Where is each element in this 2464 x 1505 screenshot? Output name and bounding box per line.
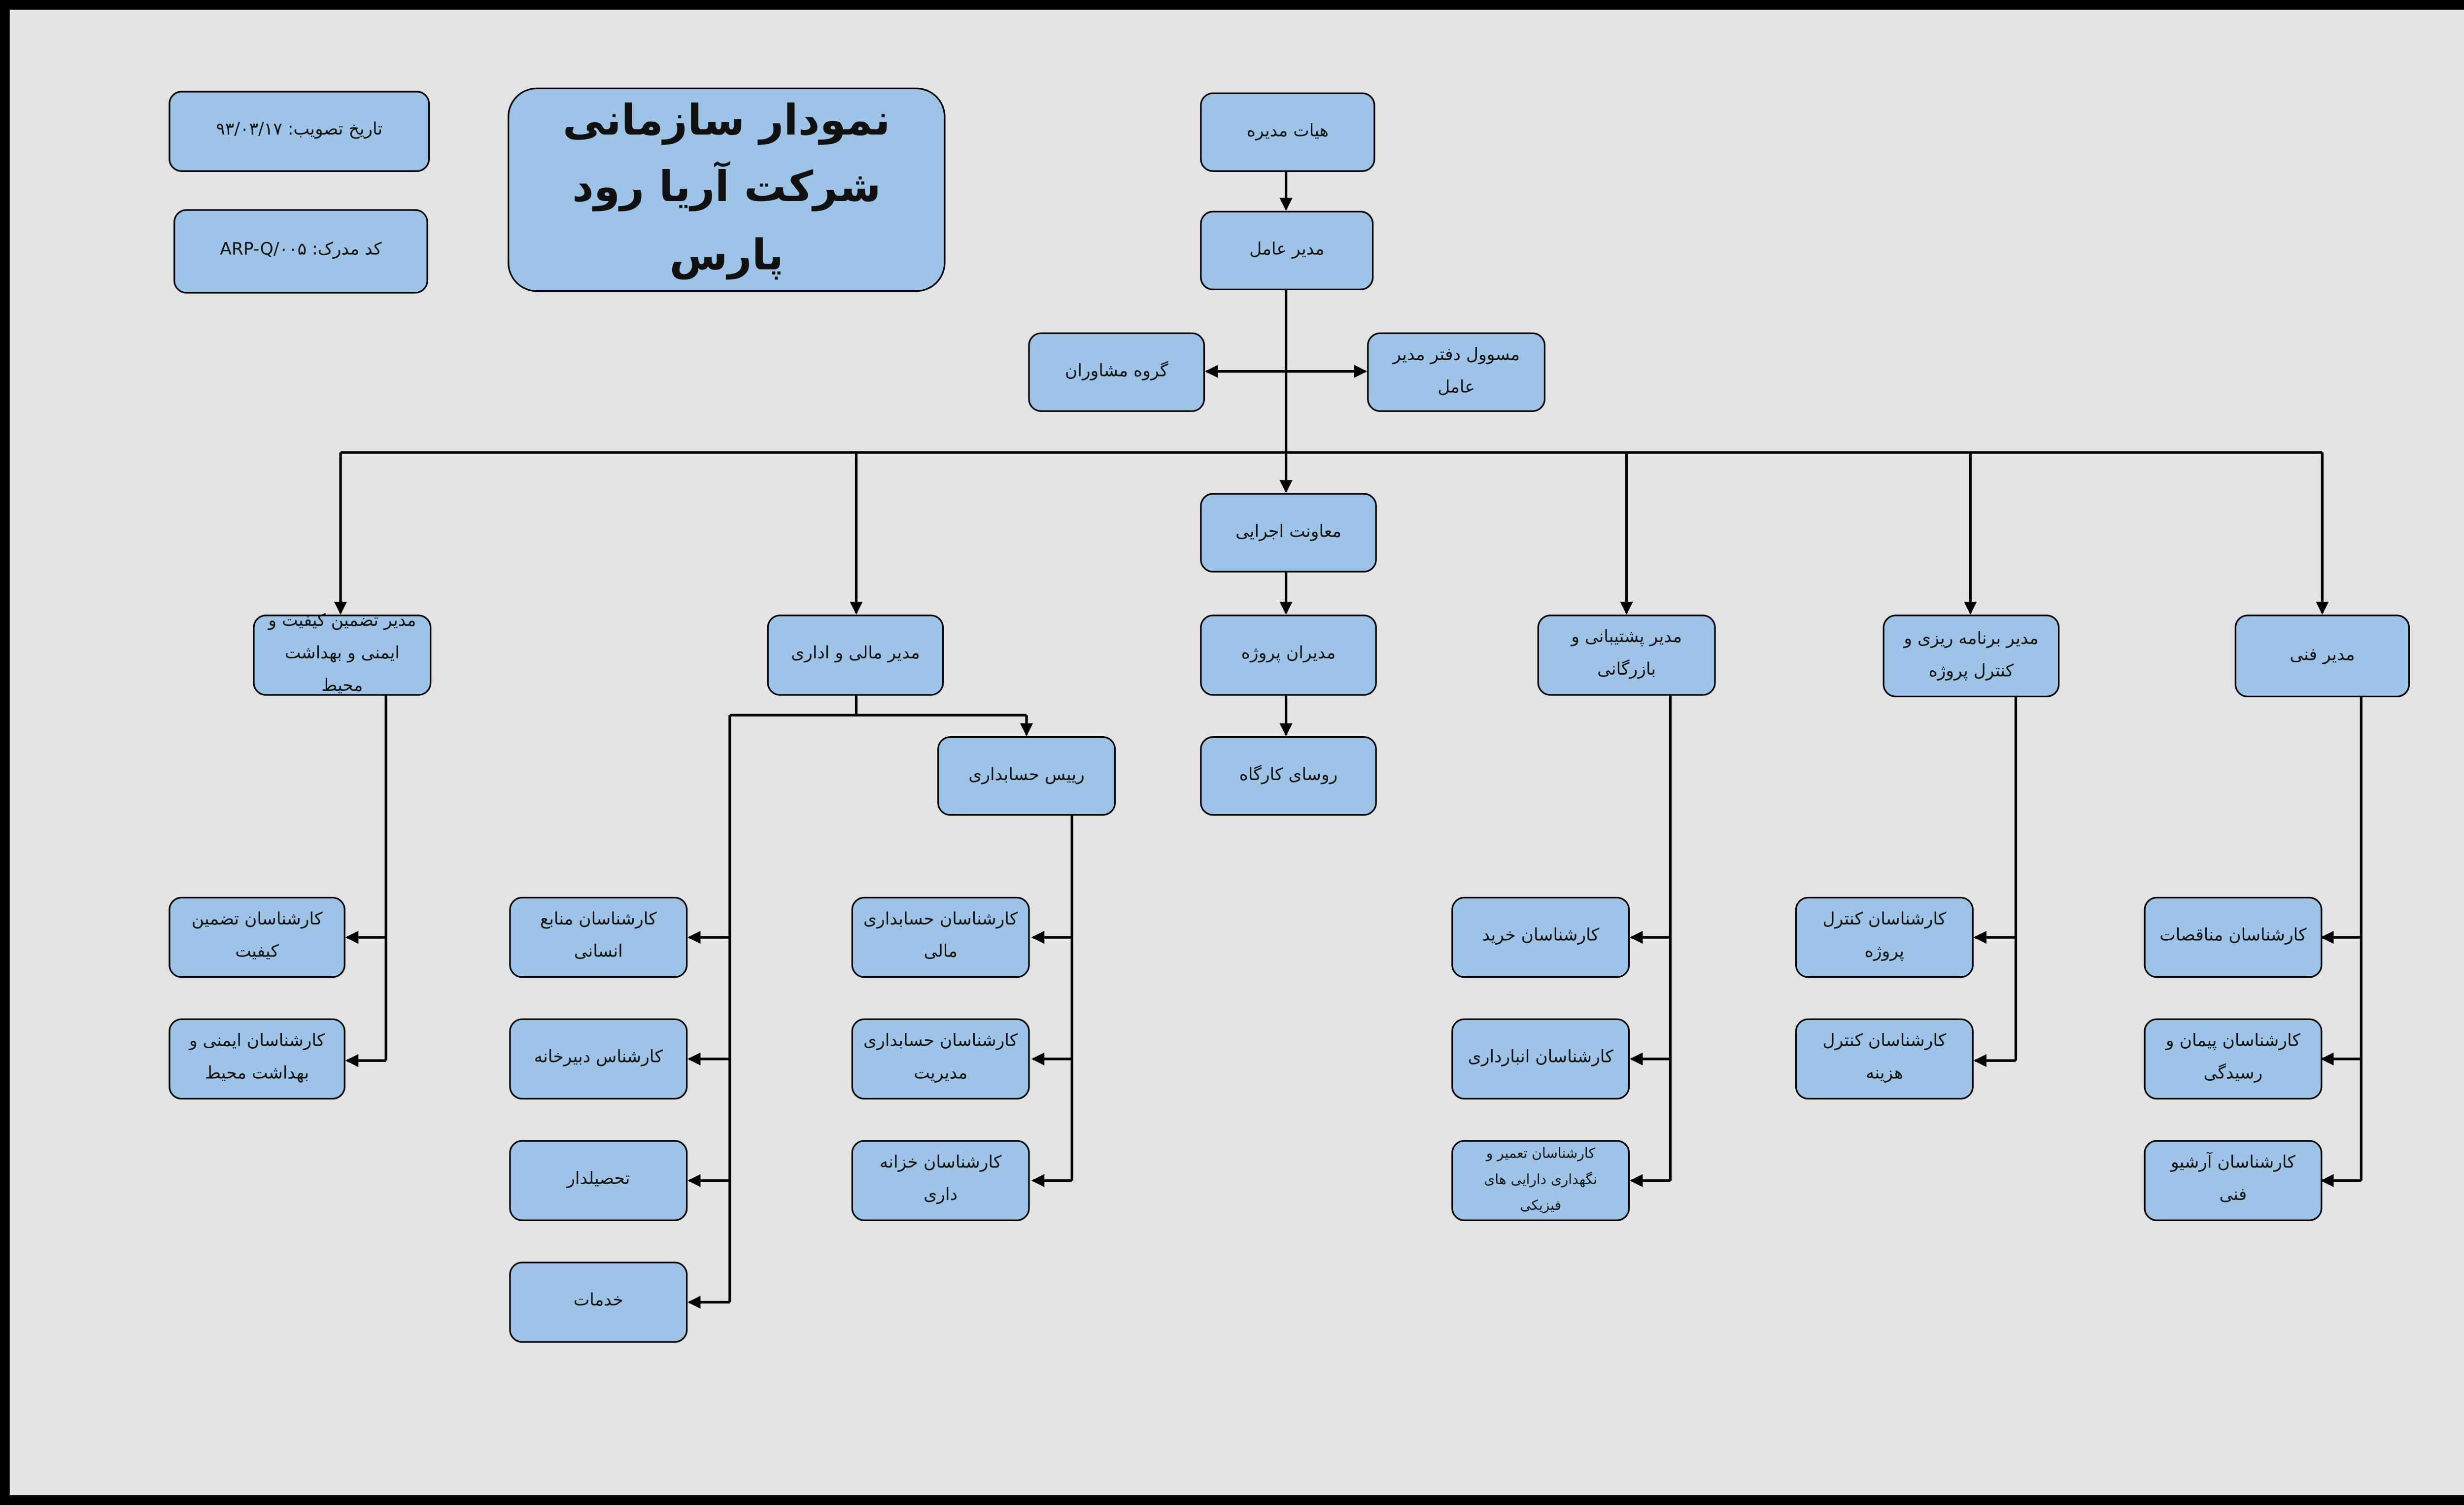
connector-lines — [334, 171, 2363, 1309]
node-technical-staff: کارشناسان پیمان و رسیدگی — [2144, 1018, 2323, 1100]
node-technical-manager: مدیر فنی — [2234, 615, 2410, 698]
node-qa-staff: کارشناسان ایمنی و بهداشت محیط — [169, 1018, 345, 1100]
node-admin-staff: کارشناس دبیرخانه — [509, 1018, 688, 1100]
node-exec-deputy: معاونت اجرایی — [1200, 493, 1377, 573]
approval-date-box: تاریخ تصویب: ۹۳/۰۳/۱۷ — [169, 91, 430, 172]
node-accounting-staff: کارشناسان حسابداری مدیریت — [851, 1018, 1030, 1100]
node-technical-staff: کارشناسان مناقصات — [2144, 896, 2323, 978]
node-support-manager: مدیر پشتیبانی و بازرگانی — [1537, 615, 1716, 696]
node-technical-staff: کارشناسان آرشیو فنی — [2144, 1140, 2323, 1221]
node-planning-staff: کارشناسان کنترل پروژه — [1795, 896, 1974, 978]
chart-title-box: نمودار سازمانی شرکت آریا رود پارس — [508, 87, 946, 292]
node-admin-staff: خدمات — [509, 1262, 688, 1343]
node-support-staff: کارشناسان خرید — [1451, 896, 1630, 978]
node-qa-staff: کارشناسان تضمین کیفیت — [169, 896, 345, 978]
node-ceo: مدیر عامل — [1200, 210, 1374, 291]
node-advisors: گروه مشاوران — [1028, 332, 1205, 412]
chart-title-line1: نمودار سازمانی — [562, 97, 890, 145]
node-accounting-staff: کارشناسان حسابداری مالی — [851, 896, 1030, 978]
node-support-staff: کارشناسان تعمیر و نگهداری دارایی های فیز… — [1451, 1140, 1630, 1221]
node-board: هیات مدیره — [1200, 92, 1375, 172]
node-planning-staff: کارشناسان کنترل هزینه — [1795, 1018, 1974, 1100]
node-ceo-office: مسوول دفتر مدیر عامل — [1367, 332, 1546, 412]
node-site-heads: روسای کارگاه — [1200, 736, 1377, 816]
document-code-box: کد مدرک: ARP-Q/۰۰۵ — [173, 209, 428, 294]
node-chief-accountant: رییس حسابداری — [937, 736, 1116, 816]
node-finance-manager: مدیر مالی و اداری — [767, 615, 944, 696]
node-support-staff: کارشناسان انبارداری — [1451, 1018, 1630, 1100]
node-qa-manager: مدیر تضمین کیفیت و ایمنی و بهداشت محیط — [253, 612, 432, 696]
node-accounting-staff: کارشناسان خزانه داری — [851, 1140, 1030, 1221]
node-admin-staff: کارشناسان منابع انسانی — [509, 896, 688, 978]
node-admin-staff: تحصیلدار — [509, 1140, 688, 1221]
node-planning-manager: مدیر برنامه ریزی و کنترل پروژه — [1882, 615, 2060, 698]
chart-title-line2: شرکت آریا رود پارس — [572, 164, 881, 280]
node-project-managers: مدیران پروژه — [1200, 615, 1377, 696]
